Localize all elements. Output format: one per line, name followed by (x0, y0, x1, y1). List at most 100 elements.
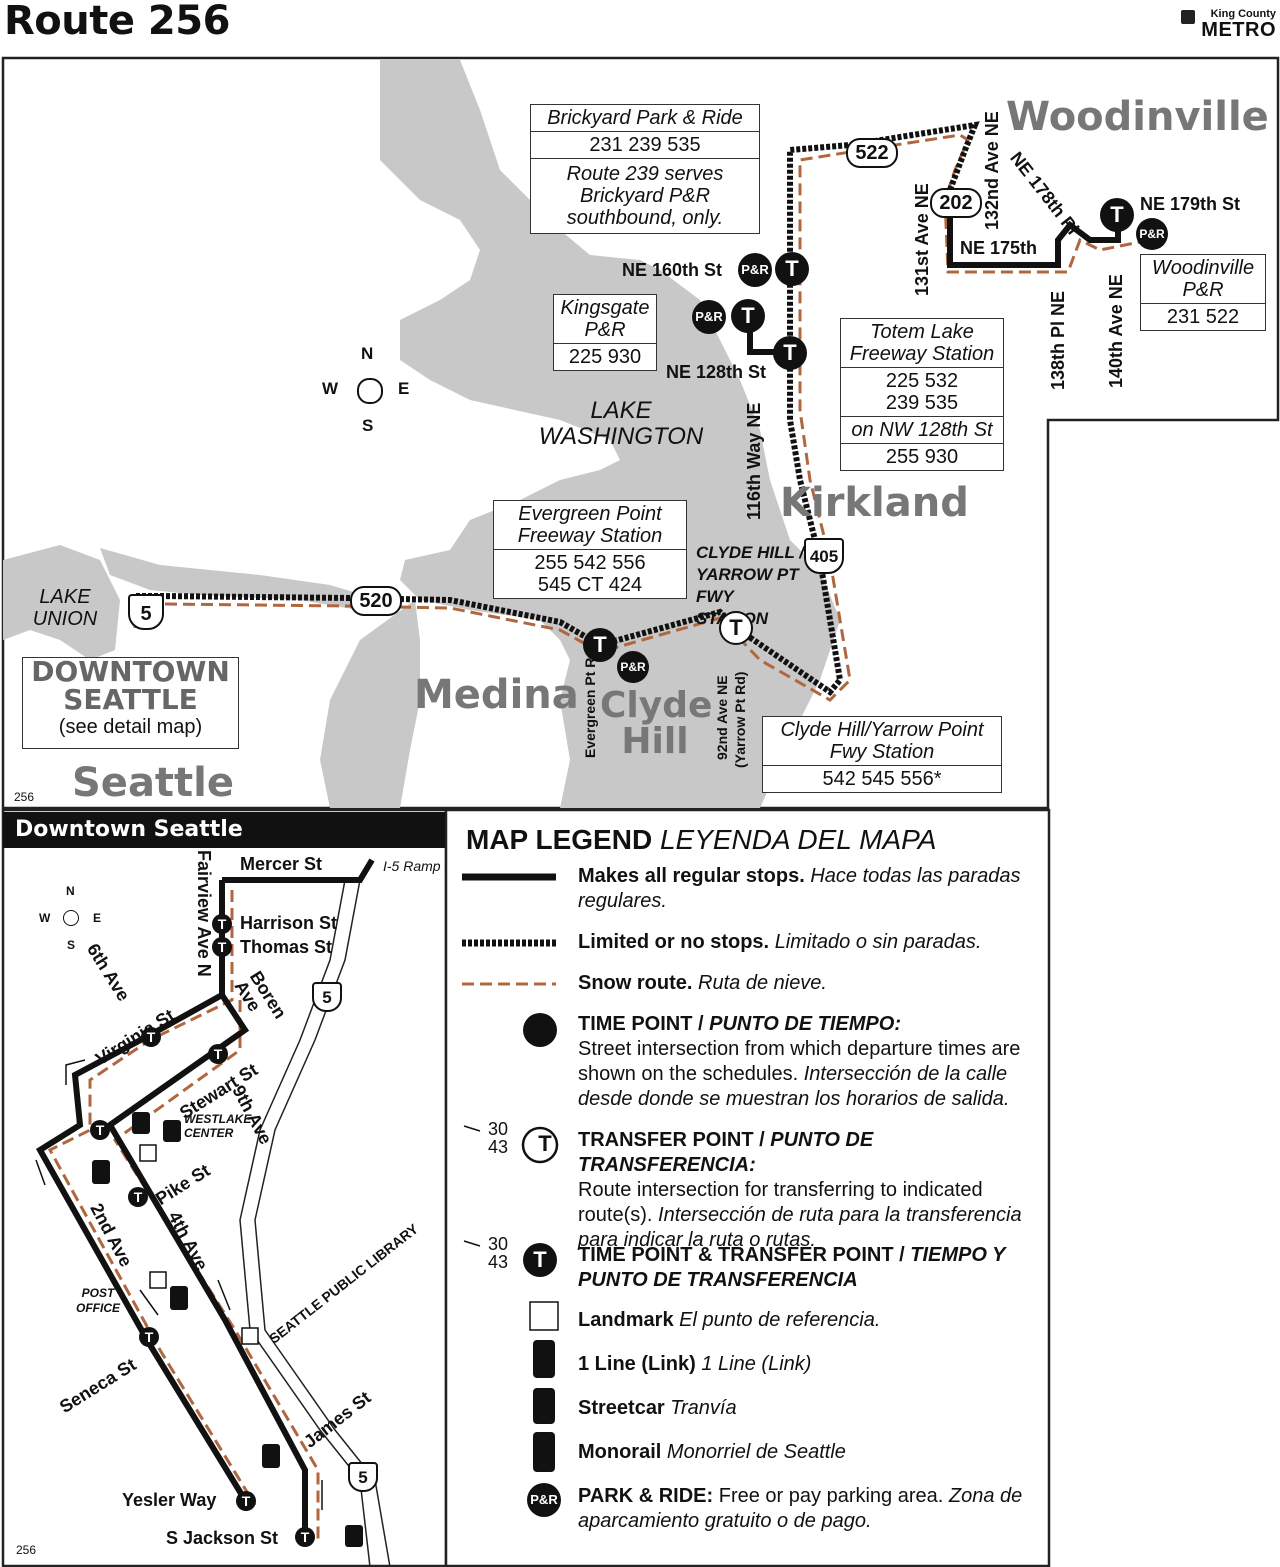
page-number-top: 256 (14, 790, 35, 804)
compass-w: W (322, 379, 339, 398)
legend-limited-stops: Limited or no stops. Limitado o sin para… (578, 931, 982, 953)
138th-pl-label: 138th Pl NE (1048, 290, 1068, 390)
metro-logo: King County METRO (1181, 8, 1276, 40)
compass-e: E (398, 379, 410, 398)
i-5-shield: 5 (128, 594, 164, 630)
timepoint-virginia[interactable]: T (141, 1027, 161, 1047)
140th-ave-label: 140th Ave NE (1106, 274, 1126, 388)
brickyard-box: Brickyard Park & Ride 231 239 535 Route … (530, 104, 760, 234)
i-5-shield-downtown-2: 5 (348, 1462, 378, 1492)
timepoint-totem-lake[interactable]: T (773, 336, 807, 370)
legend-sample-route-4: 43 (488, 1252, 509, 1272)
legend-monorail: Monorail Monorriel de Seattle (578, 1441, 846, 1463)
i-5-shield-downtown: 5 (312, 982, 342, 1012)
page-number-bottom: 256 (16, 1543, 37, 1557)
legend-link: 1 Line (Link) 1 Line (Link) (578, 1353, 812, 1375)
timepoint-stewart[interactable]: T (208, 1044, 228, 1064)
woodinville-box: Woodinville P&R 231 522 (1140, 254, 1266, 331)
legend-park-ride: PARK & RIDE: Free or pay parking area. Z… (578, 1485, 1023, 1532)
dt-compass-s: S (67, 938, 76, 952)
timepoint-160th[interactable]: T (775, 252, 809, 286)
legend-sample-route-3: 30 (488, 1234, 509, 1254)
pr-badge-160th[interactable]: P&R (738, 253, 772, 287)
city-kirkland: Kirkland (780, 480, 969, 526)
pr-badge-evergreen[interactable]: P&R (617, 651, 649, 683)
92nd-ave-label: 92nd Ave NE (714, 675, 730, 760)
clyde-station-label: CLYDE HILL / YARROW PT FWY STATION (696, 543, 804, 628)
i-405-shield: 405 (804, 538, 844, 574)
legend-pr-icon: P&R (530, 1492, 558, 1507)
legend-sample-route-2: 43 (488, 1137, 509, 1157)
transfer-clyde-hill[interactable]: T (719, 611, 753, 645)
timepoint-harrison[interactable]: T (212, 914, 232, 934)
map-legend: MAP LEGEND LEYENDA DEL MAPA Makes all re… (448, 810, 1048, 1566)
dt-compass-n: N (66, 884, 75, 898)
timepoint-pike[interactable]: T (128, 1187, 148, 1207)
compass-n: N (361, 344, 374, 363)
132nd-ave-label: 132nd Ave NE (982, 111, 1002, 230)
downtown-inset-title: Downtown Seattle (3, 812, 445, 848)
mercer-st-label: Mercer St (240, 854, 323, 874)
i5-ramp-label: I-5 Ramp (383, 858, 441, 874)
clyde-hill-box: Clyde Hill/Yarrow Point Fwy Station 542 … (762, 716, 1002, 793)
route-title: Route 256 (4, 0, 230, 44)
harrison-st-label: Harrison St (240, 913, 338, 933)
116th-way-label: 116th Way NE (744, 402, 764, 520)
ne-128th-label: NE 128th St (666, 362, 767, 382)
lake-washington-label: LAKE WASHINGTON (538, 397, 704, 450)
dt-compass-e: E (93, 911, 102, 925)
timepoint-kingsgate[interactable]: T (731, 299, 765, 333)
hwy-520-shield: 520 (350, 586, 402, 616)
legend-sample-route-1: 30 (488, 1119, 509, 1139)
city-seattle: Seattle (72, 760, 235, 806)
legend-transfer-icon: T (538, 1131, 552, 1156)
yesler-way-label: Yesler Way (122, 1490, 217, 1510)
yarrow-rd-label: (Yarrow Pt Rd) (732, 671, 748, 768)
legend-streetcar: Streetcar Tranvía (578, 1397, 737, 1419)
legend-time-transfer-point: TIME POINT & TRANSFER POINT / TIEMPO Y P… (578, 1244, 1006, 1291)
timepoint-westlake[interactable]: T (90, 1120, 110, 1140)
lake-union-label: LAKE UNION (32, 586, 98, 630)
city-clyde-hill: Clyde Hill (600, 685, 713, 762)
legend-regular-stops: Makes all regular stops. Hace todas las … (578, 865, 1021, 912)
timepoint-seneca[interactable]: T (139, 1327, 159, 1347)
evergreen-box: Evergreen Point Freeway Station 255 542 … (493, 500, 687, 599)
dt-compass-icon (63, 910, 79, 926)
jackson-st-label: S Jackson St (166, 1528, 279, 1548)
ne-160th-label: NE 160th St (622, 260, 723, 280)
timepoint-jackson[interactable]: T (295, 1527, 315, 1547)
legend-title: MAP LEGEND LEYENDA DEL MAPA (466, 824, 937, 855)
city-medina: Medina (414, 672, 579, 718)
thomas-st-label: Thomas St (240, 937, 333, 957)
compass-s: S (362, 416, 374, 435)
pr-badge-kingsgate[interactable]: P&R (692, 300, 726, 334)
compass-icon (357, 378, 383, 404)
dt-compass-w: W (39, 911, 51, 925)
hwy-522-shield: 522 (846, 138, 898, 168)
westlake-center-label: WESTLAKE CENTER (184, 1112, 252, 1140)
ne-179th-label: NE 179th St (1140, 194, 1241, 214)
pr-badge-woodinville[interactable]: P&R (1136, 218, 1168, 250)
totem-lake-box: Totem Lake Freeway Station 225 532 239 5… (840, 318, 1004, 471)
legend-timepoint-transfer-icon: T (533, 1247, 547, 1272)
fairview-ave-label: Fairview Ave N (194, 850, 214, 977)
post-office-label: POST OFFICE (76, 1286, 120, 1315)
landmark-icons (139, 1144, 259, 1345)
metro-crown-icon (1181, 10, 1196, 24)
timepoint-woodinville[interactable]: T (1100, 198, 1134, 232)
legend-transfer-point: TRANSFER POINT / PUNTO DE TRANSFERENCIA:… (578, 1129, 1022, 1251)
timepoint-evergreen[interactable]: T (583, 628, 617, 662)
timepoint-yesler[interactable]: T (236, 1491, 256, 1511)
transit-icons (92, 1112, 363, 1547)
legend-time-point: TIME POINT / PUNTO DE TIEMPO:Street inte… (578, 1013, 1021, 1110)
kingsgate-box: Kingsgate P&R 225 930 (553, 294, 657, 371)
hwy-202-shield: 202 (930, 188, 982, 218)
legend-snow-route: Snow route. Ruta de nieve. (578, 972, 827, 994)
city-woodinville: Woodinville (1006, 94, 1269, 140)
ne-175th-label: NE 175th (960, 238, 1038, 258)
evergreen-rd-label: Evergreen Pt Rd (582, 649, 598, 758)
legend-landmark: Landmark El punto de referencia. (578, 1309, 881, 1331)
downtown-seattle-box[interactable]: DOWNTOWN SEATTLE (see detail map) (22, 657, 239, 749)
timepoint-thomas[interactable]: T (212, 937, 232, 957)
